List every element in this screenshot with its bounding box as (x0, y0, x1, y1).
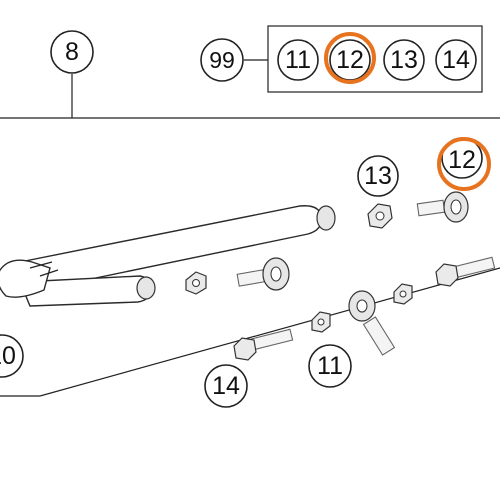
ball-joint-icon (348, 290, 396, 356)
bolt-icon (435, 256, 496, 287)
kit-callout-14-label: 14 (442, 46, 470, 74)
kit-callout-11-label: 11 (285, 46, 311, 74)
callout-99[interactable]: 99 (200, 38, 244, 82)
kit-callout-13[interactable]: 13 (383, 39, 425, 81)
kit-bracket-box (267, 25, 483, 93)
bolt-icon (236, 257, 290, 291)
nut-hole-icon (375, 211, 385, 221)
kit-callout-12-label: 12 (336, 46, 364, 74)
callout-11[interactable]: 11 (308, 344, 352, 388)
kit-callout-11[interactable]: 11 (277, 39, 319, 81)
callout-8-label: 8 (65, 38, 79, 66)
kit-callout-14[interactable]: 14 (435, 39, 477, 81)
tie-rod-end (0, 259, 51, 298)
callout-14[interactable]: 14 (204, 364, 248, 408)
tie-rod-eye-lower (136, 276, 156, 300)
bolt-icon (416, 191, 469, 223)
highlight-ring (324, 32, 376, 84)
callout-10[interactable]: 10 (0, 334, 24, 378)
callout-14-label: 14 (212, 372, 240, 400)
tie-rod-end-detail (29, 261, 59, 277)
callout-11-label: 11 (317, 352, 343, 380)
callout-13[interactable]: 13 (357, 155, 399, 197)
callout-12[interactable]: 12 (437, 137, 491, 191)
callout-99-label: 99 (209, 47, 235, 73)
callout-10-label: 10 (0, 342, 16, 370)
nut-hole-icon (192, 279, 200, 287)
callout-12-label: 12 (448, 146, 476, 174)
callout-8[interactable]: 8 (50, 30, 94, 74)
tie-rod-eye-upper (316, 205, 336, 231)
highlight-ring (437, 137, 491, 191)
kit-callout-13-label: 13 (390, 46, 418, 74)
callout-13-label: 13 (364, 162, 392, 190)
kit-callout-12[interactable]: 12 (324, 32, 376, 84)
tie-rod-assembly (0, 205, 336, 307)
nut-hole-icon (399, 290, 407, 298)
bolt-icon (233, 328, 294, 361)
frame-diagonal-line (39, 267, 500, 397)
nut-hole-icon (317, 318, 325, 326)
